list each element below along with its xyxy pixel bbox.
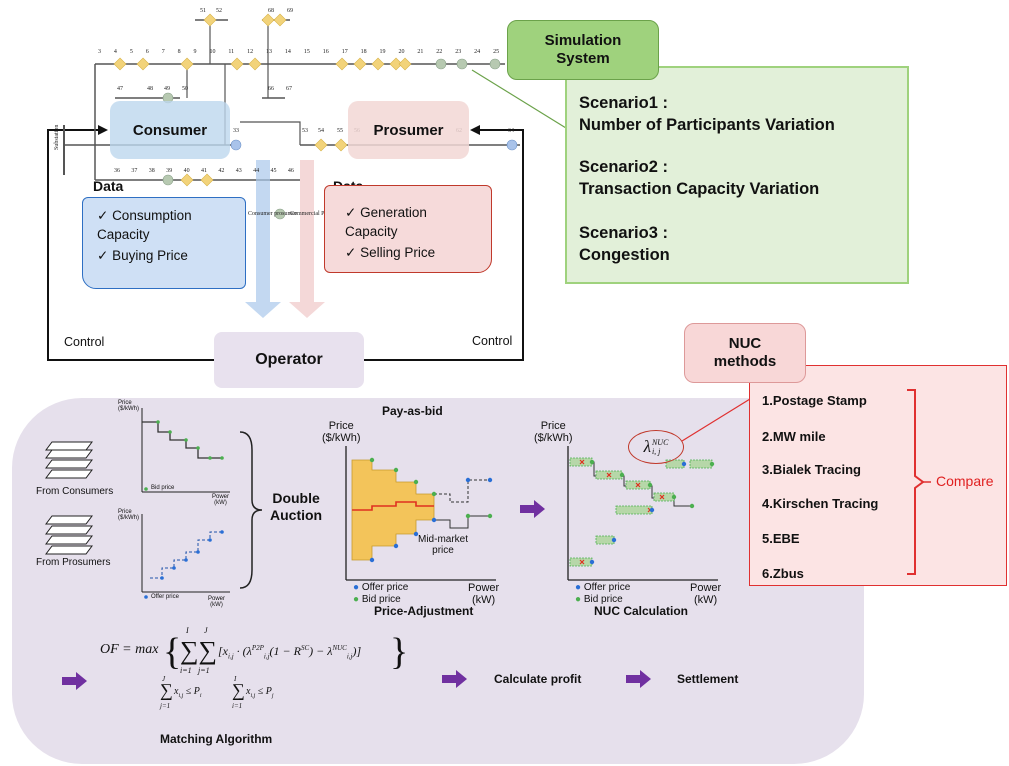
purple-arrow-icon <box>520 500 545 518</box>
bus-number: 69 <box>287 8 293 14</box>
nuc-calculation-caption: NUC Calculation <box>594 604 689 618</box>
prosumer-data-item: ✓ Selling Price <box>345 245 436 260</box>
offer-chart-ylabel: Price ($/kWh) <box>118 509 139 521</box>
control-label-left: Control <box>64 335 105 349</box>
nuc-methods-title: NUC methods <box>684 323 806 383</box>
scenario-box: Scenario1 : Number of Participants Varia… <box>565 66 909 284</box>
offer-chart-xlabel: Power (kW) <box>208 596 226 608</box>
bid-chart-legend: Bid price <box>151 485 175 491</box>
operator-box: Operator <box>214 332 364 388</box>
compare-label: Compare <box>936 473 994 489</box>
nuc-calc-legend: ● Offer price ● Bid price <box>575 582 631 605</box>
offer-chart-legend: Offer price <box>151 594 179 600</box>
simulation-system-title: Simulation System <box>507 20 659 80</box>
substation-label: Substation <box>54 124 60 150</box>
bus-number: 64 <box>508 128 514 134</box>
document-stack-icon <box>45 441 93 479</box>
purple-arrow-icon <box>442 670 467 688</box>
nuc-method-zbus: 6.Zbus <box>762 566 804 581</box>
control-label-right: Control <box>472 334 513 348</box>
scenario-2: Scenario2 : Transaction Capacity Variati… <box>579 158 820 198</box>
bus-number: 33 <box>233 128 239 134</box>
bus-number: 50 <box>182 86 188 92</box>
bid-chart-ylabel: Price ($/kWh) <box>118 400 139 412</box>
consumer-data-item: ✓ Buying Price <box>97 248 188 263</box>
nuc-method-kirschen-tracing: 4.Kirschen Tracing <box>762 496 879 511</box>
legend-commercial-pv: Commercial PV <box>290 211 329 217</box>
compare-brace <box>907 389 931 575</box>
consumer-box: Consumer <box>110 101 230 159</box>
matching-algorithm-caption: Matching Algorithm <box>160 732 273 746</box>
nuc-method-bialek-tracing: 3.Bialek Tracing <box>762 462 861 477</box>
bus-number: 66 <box>268 86 274 92</box>
pay-as-bid-ylabel: Price ($/kWh) <box>322 420 361 444</box>
pay-as-bid-chart <box>345 446 496 581</box>
settlement-label: Settlement <box>677 672 739 686</box>
check-icon: ✓ <box>97 248 113 263</box>
scenario-3: Scenario3 : Congestion <box>579 224 670 264</box>
check-icon: ✓ <box>345 205 361 220</box>
prosumer-data-item: ✓ Generation Capacity <box>345 205 427 239</box>
bus-number: 55 <box>337 128 343 134</box>
consumer-data-label: Data <box>93 178 124 194</box>
nuc-calc-xlabel: Power (kW) <box>690 582 722 606</box>
double-auction-label: Double Auction <box>270 490 323 523</box>
bus-number: 49 <box>164 86 170 92</box>
mid-market-label: Mid-market price <box>418 534 469 556</box>
auction-brace <box>239 431 263 589</box>
from-prosumers-label: From Prosumers <box>36 557 111 568</box>
bid-curve-chart <box>141 408 230 493</box>
nuc-connector <box>681 398 751 442</box>
bus-number: 47 <box>117 86 123 92</box>
bus-number: 54 <box>318 128 324 134</box>
check-icon: ✓ <box>97 208 113 223</box>
purple-arrow-icon <box>626 670 651 688</box>
bus-number: 68 <box>268 8 274 14</box>
nuc-method-mw-mile: 2.MW mile <box>762 429 826 444</box>
bus-number: 48 <box>147 86 153 92</box>
nuc-calc-chart <box>567 446 718 581</box>
prosumer-data-scroll: ✓ Generation Capacity ✓ Selling Price <box>324 185 492 273</box>
bid-chart-xlabel: Power (kW) <box>212 494 230 506</box>
pay-as-bid-legend: ● Offer price ● Bid price <box>353 582 409 605</box>
price-adjustment-caption: Price-Adjustment <box>374 604 474 618</box>
objective-function: OF = max { ∑∑ I J i=1 j=1 [xi,j · (λP2Pi… <box>100 626 409 710</box>
pay-as-bid-xlabel: Power (kW) <box>468 582 500 606</box>
calculate-profit-label: Calculate profit <box>494 672 582 686</box>
nuc-method-ebe: 5.EBE <box>762 531 800 546</box>
purple-arrow-icon <box>62 672 87 690</box>
document-stack-icon <box>45 515 93 555</box>
bus-number: 53 <box>302 128 308 134</box>
network-diagram <box>47 13 567 361</box>
bus-number: 52 <box>216 8 222 14</box>
legend-consumer-prosumer: Consumer prosumer <box>248 211 297 217</box>
nuc-methods-box: 1.Postage Stamp 2.MW mile 3.Bialek Traci… <box>749 365 1007 586</box>
bus-number: 67 <box>286 86 292 92</box>
consumer-data-scroll: ✓ Consumption Capacity ✓ Buying Price <box>82 197 246 289</box>
offer-curve-chart <box>141 514 230 599</box>
check-icon: ✓ <box>345 245 361 260</box>
market-process-panel <box>12 398 864 764</box>
consumer-data-item: ✓ Consumption Capacity <box>97 208 192 242</box>
from-consumers-label: From Consumers <box>36 486 114 497</box>
pay-as-bid-title: Pay-as-bid <box>382 404 443 418</box>
prosumer-box: Prosumer <box>348 101 469 159</box>
nuc-calc-ylabel: Price ($/kWh) <box>534 420 573 444</box>
scenario-1: Scenario1 : Number of Participants Varia… <box>579 94 835 134</box>
nuc-method-postage-stamp: 1.Postage Stamp <box>762 393 867 408</box>
bus-number: 51 <box>200 8 206 14</box>
